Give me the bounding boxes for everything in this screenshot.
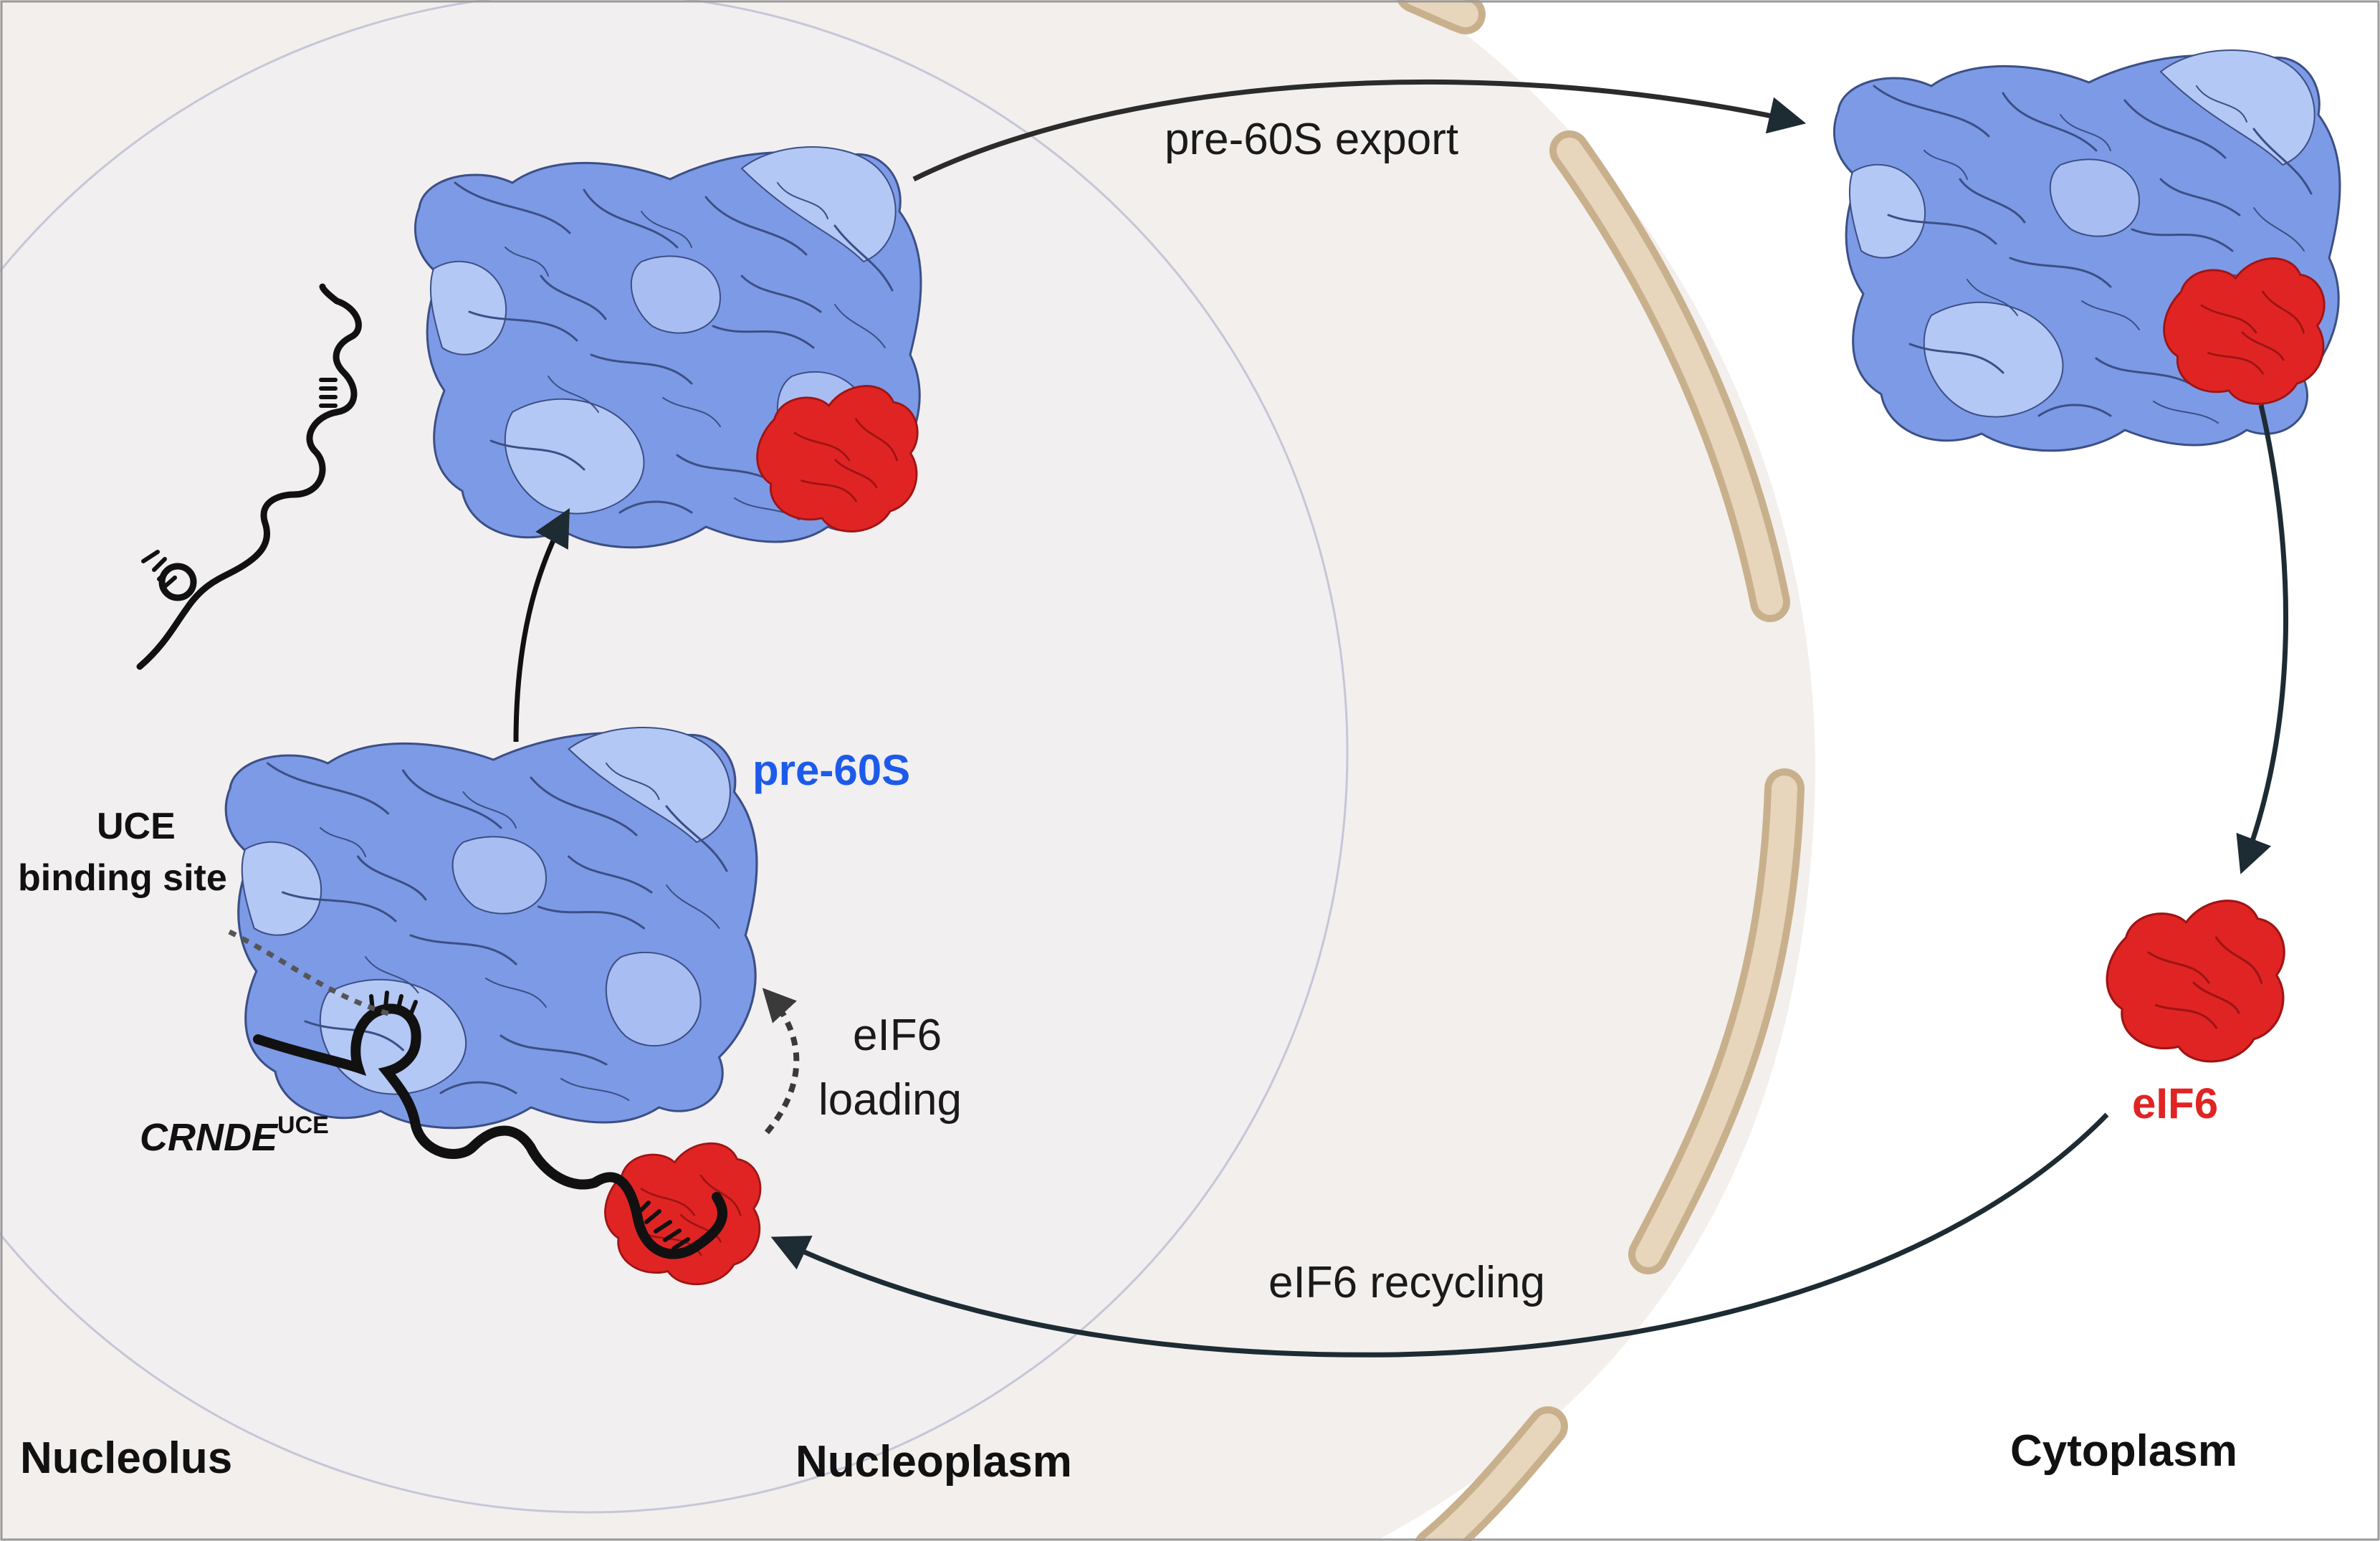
label-eif6-loading-line1: eIF6 xyxy=(853,1011,942,1060)
free-rna-strand xyxy=(136,283,362,670)
label-pre60s: pre-60S xyxy=(752,746,910,794)
label-eif6: eIF6 xyxy=(2132,1079,2218,1127)
eif6-on-crnde xyxy=(604,1142,762,1286)
label-pre60s-export: pre-60S export xyxy=(1165,115,1458,164)
arrow-biogenesis-up xyxy=(513,507,570,743)
label-cytoplasm: Cytoplasm xyxy=(2010,1426,2237,1476)
nuclear-envelope xyxy=(1397,0,1805,1541)
crnde-uce-strand xyxy=(253,991,728,1259)
arrow-cytoplasm-release xyxy=(2236,404,2289,874)
eif6-on-ribosome-nucleoplasm xyxy=(756,385,919,533)
eif6-on-ribosome-cytoplasm xyxy=(2163,257,2326,405)
label-eif6-recycling: eIF6 recycling xyxy=(1268,1258,1545,1307)
label-nucleoplasm: Nucleoplasm xyxy=(795,1437,1072,1487)
label-crnde: CRNDE xyxy=(140,1116,279,1159)
label-eif6-loading-line2: loading xyxy=(818,1075,962,1125)
arrow-eif6-recycling xyxy=(770,1112,2109,1358)
label-crnde-superscript: UCE xyxy=(277,1112,329,1139)
label-crnde-uce: CRNDEUCE xyxy=(140,1112,329,1159)
arrow-pre60s-export xyxy=(912,79,1807,182)
label-uce-line2: binding site xyxy=(18,857,227,899)
ribosome-nucleolus xyxy=(224,726,758,1130)
arrow-eif6-loading xyxy=(762,988,800,1135)
uce-binding-site-pointer xyxy=(228,929,391,1017)
label-nucleolus: Nucleolus xyxy=(20,1433,232,1483)
label-uce-line1: UCE xyxy=(97,806,176,847)
eif6-free-cytoplasm xyxy=(2106,900,2285,1063)
